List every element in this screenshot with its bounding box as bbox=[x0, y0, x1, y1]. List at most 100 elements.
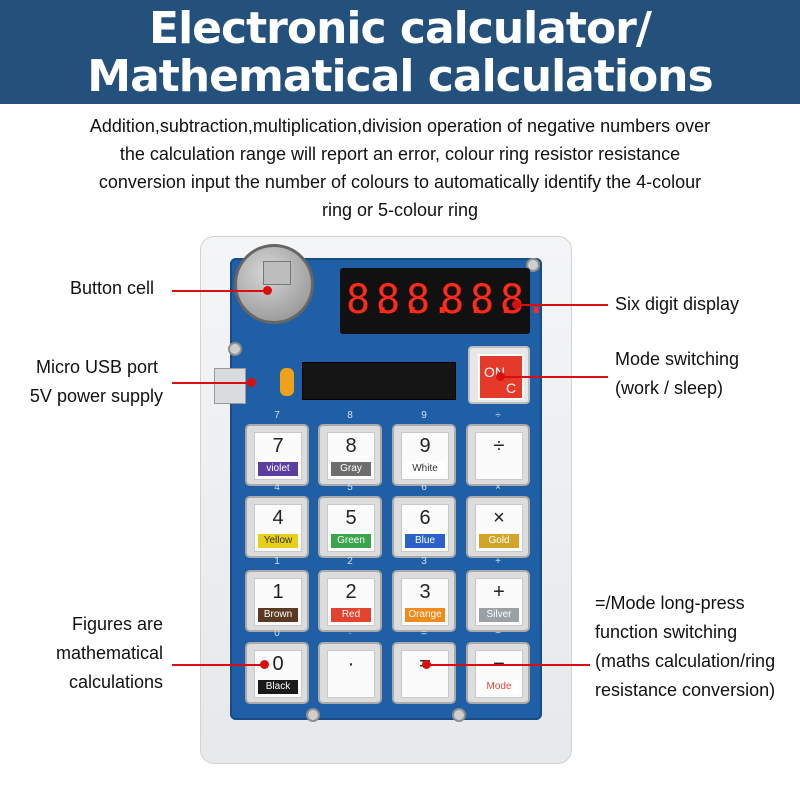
pcb-key-label: + bbox=[495, 556, 501, 567]
pcb-key-label: · bbox=[348, 628, 352, 639]
pcb-key-label: 4 bbox=[274, 482, 280, 493]
pcb-key-label: − bbox=[495, 628, 501, 639]
callout-usb-line-1: Micro USB port bbox=[35, 357, 158, 377]
key-symbol: 8 bbox=[345, 435, 357, 457]
pcb-key-label: 5 bbox=[347, 482, 353, 493]
pcb-key-label: ÷ bbox=[495, 410, 501, 421]
key-symbol: 1 bbox=[272, 581, 284, 603]
key-symbol: 9 bbox=[419, 435, 431, 457]
key-button[interactable]: · bbox=[318, 642, 382, 704]
callout-figures-line-1: Figures are bbox=[71, 614, 163, 634]
key-color-tag: violet bbox=[258, 462, 298, 476]
key-symbol: 5 bbox=[345, 507, 357, 529]
display-digit: 8. bbox=[500, 277, 549, 323]
description-line: conversion input the number of colours t… bbox=[98, 172, 702, 192]
description-line: Addition,subtraction,multiplication,divi… bbox=[89, 116, 711, 136]
callout-line bbox=[172, 290, 267, 292]
callout-dot bbox=[260, 660, 269, 669]
button-cell-battery bbox=[234, 244, 314, 324]
key-button[interactable]: −Mode bbox=[466, 642, 530, 704]
screw-icon bbox=[228, 342, 242, 356]
key-color-tag: Red bbox=[331, 608, 371, 622]
key-color-tag: Green bbox=[331, 534, 371, 548]
key-symbol: 6 bbox=[419, 507, 431, 529]
key-color-tag: Gray bbox=[331, 462, 371, 476]
key-color-tag: Blue bbox=[405, 534, 445, 548]
key-button[interactable]: ÷ bbox=[466, 424, 530, 486]
key-symbol: 4 bbox=[272, 507, 284, 529]
pcb-key-label: 1 bbox=[274, 556, 280, 567]
callout-mode-line-1: Mode switching bbox=[615, 349, 740, 369]
key-color-tag: Yellow bbox=[258, 534, 298, 548]
callout-line bbox=[426, 664, 590, 666]
key-symbol: ÷ bbox=[493, 435, 505, 457]
key-button[interactable]: 7 violet bbox=[245, 424, 309, 486]
callout-line bbox=[172, 382, 250, 384]
callout-eq-line-3: (maths calculation/ring bbox=[595, 651, 776, 671]
key-color-tag: Mode bbox=[479, 680, 519, 694]
key-color-tag: Gold bbox=[479, 534, 519, 548]
description-line: the calculation range will report an err… bbox=[119, 144, 681, 164]
pcb-key-label: 9 bbox=[421, 410, 427, 421]
description: Addition,subtraction,multiplication,divi… bbox=[40, 112, 760, 224]
micro-usb-port bbox=[214, 368, 246, 404]
callout-eq-line-2: function switching bbox=[595, 622, 738, 642]
key-symbol: + bbox=[493, 581, 505, 603]
callout-figures-line-3: calculations bbox=[68, 672, 163, 692]
key-color-tag: Silver bbox=[479, 608, 519, 622]
pcb-key-label: = bbox=[421, 628, 427, 639]
callout-line bbox=[516, 304, 608, 306]
key-color-tag: Orange bbox=[405, 608, 445, 622]
key-symbol: 3 bbox=[419, 581, 431, 603]
key-color-tag: Brown bbox=[258, 608, 298, 622]
title-line-1: Electronic calculator/ bbox=[149, 3, 652, 54]
key-symbol: · bbox=[347, 653, 355, 675]
title-line-2: Mathematical calculations bbox=[87, 51, 713, 102]
key-symbol: 0 bbox=[272, 653, 284, 675]
display-digit: 8. bbox=[440, 277, 489, 323]
six-digit-display: 8. 8. 8. 8. 8. 8. bbox=[340, 268, 549, 334]
callout-dot bbox=[422, 660, 431, 669]
key-color-tag: White bbox=[405, 462, 445, 476]
callout-dot bbox=[496, 372, 505, 381]
pcb-key-label: 7 bbox=[274, 410, 280, 421]
callout-line bbox=[500, 376, 608, 378]
display-digit: 8. bbox=[406, 277, 455, 323]
capacitor bbox=[280, 368, 294, 396]
callout-dot bbox=[247, 378, 256, 387]
pcb-key-label: 2 bbox=[347, 556, 353, 567]
screw-icon bbox=[452, 708, 466, 722]
callout-eq-line-1: =/Mode long-press bbox=[595, 593, 745, 613]
callout-mode-line-2: (work / sleep) bbox=[615, 378, 724, 398]
display-digit: 8. bbox=[376, 277, 425, 323]
pcb-key-label: 0 bbox=[274, 628, 280, 639]
key-symbol: 2 bbox=[345, 581, 357, 603]
callout-dot bbox=[512, 300, 521, 309]
key-symbol: × bbox=[493, 507, 505, 529]
key-button[interactable]: × Gold bbox=[466, 496, 530, 558]
key-button[interactable]: = bbox=[392, 642, 456, 704]
clear-label: C bbox=[506, 380, 517, 396]
display-digit: 8. bbox=[470, 277, 519, 323]
screw-icon bbox=[306, 708, 320, 722]
pcb-key-label: 6 bbox=[421, 482, 427, 493]
key-button[interactable]: + Silver bbox=[466, 570, 530, 632]
callout-eq-line-4: resistance conversion) bbox=[595, 680, 776, 700]
key-symbol: 7 bbox=[272, 435, 284, 457]
microcontroller-chip bbox=[302, 362, 456, 400]
pcb-key-label: × bbox=[495, 482, 501, 493]
callout-figures-line-2: mathematical bbox=[55, 643, 163, 663]
pcb-key-label: 3 bbox=[421, 556, 427, 567]
title-banner: Electronic calculator/ Mathematical calc… bbox=[0, 0, 800, 104]
callout-usb-line-2: 5V power supply bbox=[29, 386, 163, 406]
callout-button-cell: Button cell bbox=[70, 278, 155, 298]
